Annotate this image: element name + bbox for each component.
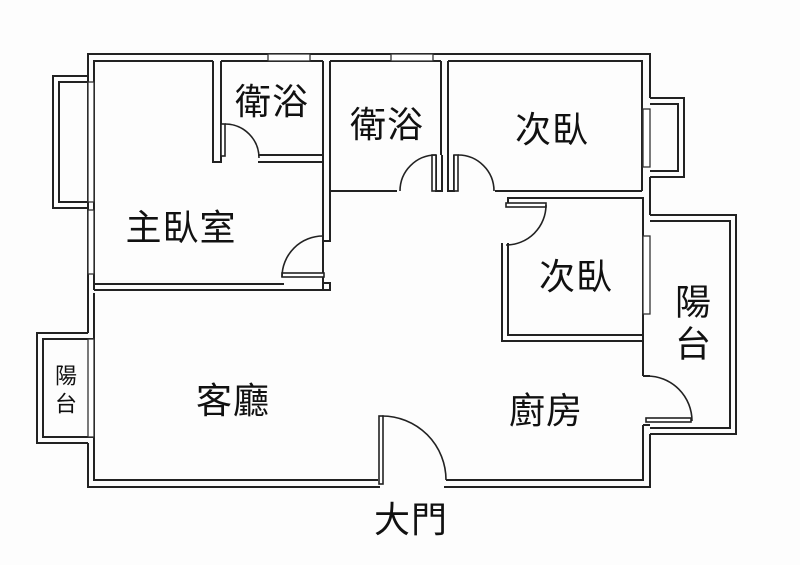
door-bedroom1[interactable] bbox=[453, 154, 495, 192]
door-bath1[interactable] bbox=[220, 123, 260, 159]
room-label-bathroom-1: 衛浴 bbox=[234, 82, 310, 123]
room-label-bedroom-2: 次臥 bbox=[538, 257, 614, 298]
door-bath2[interactable] bbox=[399, 154, 437, 192]
top-windows bbox=[87, 53, 651, 438]
door-bedroom2[interactable] bbox=[505, 202, 547, 246]
room-label-bathroom-2: 衛浴 bbox=[349, 105, 425, 146]
room-label-living-room: 客廳 bbox=[195, 381, 271, 422]
west-upper-bay-window bbox=[52, 75, 88, 209]
room-label-balcony-east: 陽台 bbox=[669, 283, 710, 367]
room-label-master-bedroom: 主臥室 bbox=[125, 208, 237, 249]
door-balcony-east[interactable] bbox=[645, 375, 693, 423]
west-balcony bbox=[36, 332, 93, 444]
room-label-bedroom-1: 次臥 bbox=[514, 110, 590, 151]
entrance-label: 大門 bbox=[373, 500, 449, 541]
door-main-entrance[interactable] bbox=[378, 415, 447, 485]
door-master-bedroom[interactable] bbox=[281, 235, 325, 278]
east-balcony bbox=[650, 214, 737, 435]
east-bay-window bbox=[650, 97, 685, 178]
room-label-kitchen: 廚房 bbox=[508, 391, 584, 432]
room-label-balcony-west: 陽台 bbox=[51, 364, 76, 420]
